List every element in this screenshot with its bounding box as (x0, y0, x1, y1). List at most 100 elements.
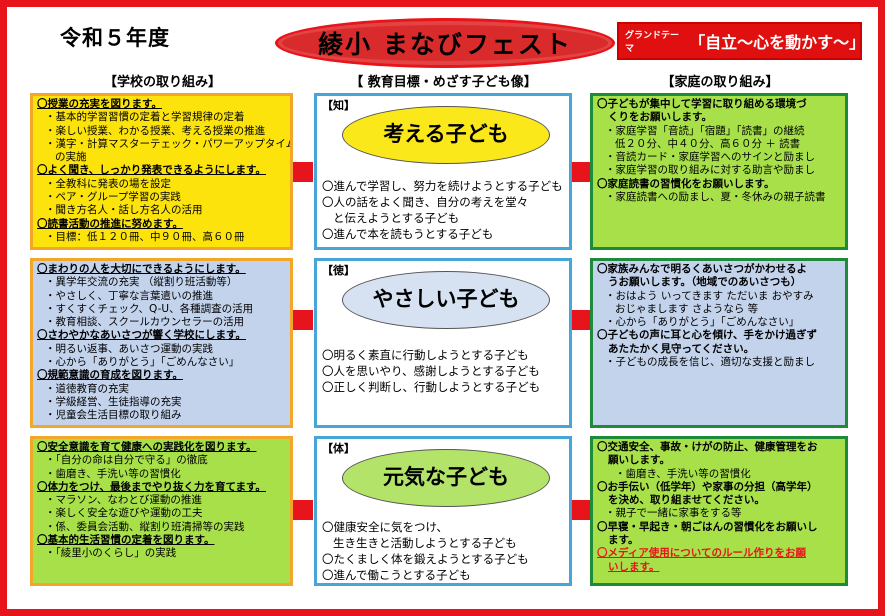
list-item: ・マラソン、なわとび運動の推進 (45, 494, 202, 507)
ideal-child: 考える子ども (383, 122, 509, 147)
ideal-ellipse: 元気な子ども (342, 449, 550, 507)
page-title: 綾小 まなびフェスト (318, 30, 572, 59)
list-item: 〇子どもの声に耳と心を傾け、手をかけ過ぎず (597, 329, 817, 342)
list-item: 〇授業の充実を図ります。 (37, 98, 162, 110)
list-item: 〇まわりの人を大切にできるようにします。 (37, 263, 246, 275)
list-item: 〇子どもが集中して学習に取り組める環境づ (597, 98, 807, 110)
list-item: の実施 (55, 151, 87, 164)
list-item: ・漢字・計算マスターテェック・パワーアップタイム (45, 137, 293, 150)
center-box-knowledge: 【知】 考える子ども 〇進んで学習し、努力を続けようとする子ども 〇人の話をよく… (314, 93, 572, 250)
column-header-school: 【学校の取り組み】 (103, 75, 221, 90)
list-item: 〇正しく判断し、行動しようとする子ども (322, 380, 541, 394)
list-item: ・音読カード・家庭学習へのサインと励まし (605, 151, 815, 164)
list-item: ・親子で一緒に家事をする等 (605, 507, 742, 520)
list-item: ・目標：低１２０冊、中９０冊、高６０冊 (45, 230, 245, 243)
center-box-health: 【体】 元気な子ども 〇健康安全に気をつけ、 生き生きと活動しようとする子ども … (314, 436, 572, 586)
connector-right-1 (572, 162, 592, 182)
goal-list: 〇明るく素直に行動しようとする子ども 〇人を思いやり、感謝しようとする子ども 〇… (322, 347, 540, 395)
list-item: ・明るい返事、あいさつ運動の実践 (45, 342, 213, 355)
school-box-knowledge: 〇授業の充実を図ります。 ・基本的学習習慣の定着と学習規律の定着 ・楽しい授業、… (30, 93, 293, 250)
ideal-child: やさしい子ども (372, 287, 520, 312)
connector-left-2 (293, 310, 313, 330)
list-item: ・楽しい授業、わかる授業、考える授業の推進 (45, 124, 266, 137)
list-item: 〇交通安全、事故・けがの防止、健康管理をお (597, 441, 818, 453)
list-item: 〇読書活動の推進に努めます。 (37, 217, 183, 230)
theme-label: グランドテーマ (625, 31, 680, 54)
list-item: ・心から「ありがとう」「ごめんなさい」 (605, 316, 800, 329)
list-item: ・子どもの成長を信じ、適切な支援と励まし (605, 356, 815, 369)
list-item: 〇規範意識の育成を図ります。 (37, 369, 183, 382)
list-item: ・「綾里小のくらし」の実践 (45, 547, 177, 560)
list-item: ・学級経営、生徒指導の充実 (45, 395, 182, 408)
connector-right-3 (572, 500, 592, 520)
column-header-center: 【 教育目標・めざす子ども像】 (350, 75, 537, 90)
list-item: ・楽しく安全な遊びや運動の工夫 (45, 507, 203, 520)
list-item: ・やさしく、丁寧な言葉遣いの推進 (45, 289, 213, 302)
school-box-morality: 〇まわりの人を大切にできるようにします。 ・異学年交流の充実 （縦割り班活動等）… (30, 258, 293, 428)
list-item: ・家庭学習「音読」「宿題」「読書」の継続 (605, 124, 805, 137)
home-box-health: 〇交通安全、事故・けがの防止、健康管理をお 願いします。 ・歯磨き、手洗い等の習… (590, 436, 848, 586)
list-item: 〇進んで本を読もうとする子ども (322, 227, 494, 241)
list-item: 低２０分、中４０分、高６０分 ＋ 読書 (615, 137, 801, 150)
list-item: ・歯磨き、手洗い等の習慣化 (45, 467, 181, 480)
list-item: ・異学年交流の充実 （縦割り班活動等） (45, 276, 238, 289)
list-item: ・おはよう いってきます ただいま おやすみ (605, 289, 814, 302)
list-item: ・道徳教育の充実 (45, 382, 129, 395)
list-item: 〇よく聞き、しっかり発表できるようにします。 (37, 164, 267, 177)
list-item: ・児童会生活目標の取り組み (45, 409, 182, 422)
list-item: 〇家族みんなで明るくあいさつがかわせるよ (597, 263, 807, 275)
school-box-health: 〇安全意識を育て健康への実践化を図ります。 ・「自分の命は自分で守る」の徹底 ・… (30, 436, 293, 586)
list-item: 〇体力をつけ、最後までやり抜く力を育てます。 (37, 480, 266, 493)
list-item: ・聞き方名人・話し方名人の活用 (45, 204, 203, 217)
list-item: 〇メディア使用についてのルール作りをお願 (597, 547, 806, 560)
list-item: 〇明るく素直に行動しようとする子ども (322, 348, 529, 362)
list-item: ・家庭読書への励まし、夏・冬休みの親子読書 (605, 191, 826, 204)
list-item: ・心から「ありがとう」「ごめんなさい」 (45, 356, 240, 369)
list-item: 生き生きと活動しようとする子ども (333, 536, 517, 550)
list-item: うお願いします。（地域でのあいさつも） (608, 276, 802, 289)
list-item: くりをお願いします。 (608, 111, 712, 124)
list-item: 〇お手伝い（低学年）や家事の分担（高学年） (597, 480, 818, 493)
list-item: あたたかく見守ってください。 (608, 342, 755, 355)
list-item: と伝えようとする子ども (333, 211, 460, 225)
home-box-morality: 〇家族みんなで明るくあいさつがかわせるよ うお願いします。（地域でのあいさつも）… (590, 258, 848, 428)
list-item: ・「自分の命は自分で守る」の徹底 (45, 454, 208, 467)
list-item: 願いします。 (608, 454, 670, 467)
list-item: ・基本的学習習慣の定着と学習規律の定着 (45, 111, 245, 124)
goal-tag: 【知】 (322, 99, 355, 112)
ideal-ellipse: 考える子ども (342, 106, 550, 164)
connector-right-2 (572, 310, 592, 330)
center-box-morality: 【徳】 やさしい子ども 〇明るく素直に行動しようとする子ども 〇人を思いやり、感… (314, 258, 572, 428)
goal-tag: 【徳】 (322, 264, 355, 277)
title-ellipse (275, 18, 615, 68)
list-item: 〇人を思いやり、感謝しようとする子ども (322, 364, 540, 378)
goal-tag: 【体】 (322, 442, 355, 455)
list-item: ・すくすくチェック、Q-U、各種調査の活用 (45, 302, 254, 315)
list-item: ・教育相談、スクールカウンセラーの活用 (45, 316, 245, 329)
list-item: ・係、委員会活動、縦割り班清掃等の実践 (45, 520, 245, 533)
list-item: を決め、取り組ませてください。 (608, 494, 765, 507)
list-item: 〇さわやかなあいさつが響く学校にします。 (37, 329, 246, 342)
list-item: 〇早寝・早起き・朝ごはんの習慣化をお願いし (597, 520, 818, 533)
list-item: おじゃまします さようなら 等 (615, 302, 759, 315)
connector-left-1 (293, 162, 313, 182)
list-item: 〇人の話をよく聞き、自分の考えを堂々 (322, 195, 529, 209)
theme-value: 「自立～心を動かす～」 (689, 33, 866, 52)
list-item: ・ペア・グループ学習の実践 (45, 191, 181, 204)
list-item: いします。 (608, 560, 660, 573)
ideal-ellipse: やさしい子ども (342, 271, 550, 329)
connector-left-3 (293, 500, 313, 520)
list-item: ・全教科に発表の場を設定 (45, 177, 171, 190)
goal-list: 〇進んで学習し、努力を続けようとする子ども 〇人の話をよく聞き、自分の考えを堂々… (322, 178, 563, 242)
list-item: 〇たくましく体を鍛えようとする子ども (322, 552, 529, 566)
list-item: 〇安全意識を育て健康への実践化を図ります。 (37, 441, 257, 453)
list-item: ・歯磨き、手洗い等の習慣化 (615, 467, 751, 480)
ideal-child: 元気な子ども (383, 465, 509, 490)
list-item: 〇基本的生活習慣の定着を図ります。 (37, 534, 215, 547)
grand-theme: グランドテーマ 「自立～心を動かす～」 (617, 22, 866, 60)
goal-list: 〇健康安全に気をつけ、 生き生きと活動しようとする子ども 〇たくましく体を鍛えよ… (322, 519, 529, 583)
list-item: ・家庭学習の取り組みに対する助言や励まし (605, 164, 815, 177)
home-box-knowledge: 〇子どもが集中して学習に取り組める環境づ くりをお願いします。 ・家庭学習「音読… (590, 93, 848, 250)
column-header-home: 【家庭の取り組み】 (661, 75, 779, 90)
list-item: 〇進んで学習し、努力を続けようとする子ども (322, 179, 563, 193)
